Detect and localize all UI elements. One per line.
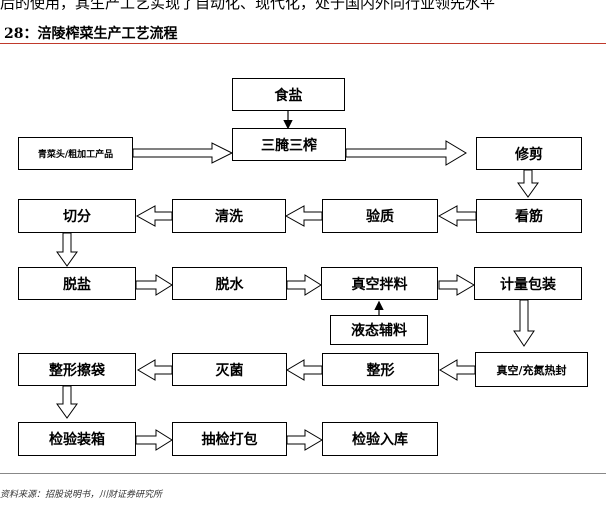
- step-cut: 切分: [18, 199, 136, 233]
- step-check-vein: 看筋: [476, 199, 582, 233]
- figure-title: 28：涪陵榨菜生产工艺流程: [4, 26, 178, 42]
- top-text-line: 后的使用，其生产工艺实现了自动化、现代化，处于国内外同行业领先水平: [0, 0, 606, 18]
- arrow-bag-to-box: [56, 385, 78, 419]
- arrow-cut-to-desalt: [56, 232, 78, 267]
- step-weigh-pack: 计量包装: [474, 267, 582, 300]
- step-dehydrate: 脱水: [172, 267, 287, 300]
- arrow-trim-to-vein: [517, 169, 539, 198]
- arrow-sample-to-store: [286, 429, 323, 451]
- arrow-shaping-to-sterilize: [286, 359, 323, 381]
- arrow-vein-to-quality: [437, 205, 477, 227]
- arrow-quality-to-wash: [284, 205, 323, 227]
- arrow-sterilize-to-bag: [137, 359, 173, 381]
- step-inspect-box: 检验装箱: [18, 422, 136, 456]
- arrow-mix-to-pack: [438, 274, 475, 296]
- arrow-pack-to-seal: [513, 299, 535, 347]
- step-desalt: 脱盐: [18, 267, 136, 300]
- figure-title-bar: 28：涪陵榨菜生产工艺流程: [0, 21, 606, 44]
- source-divider: [0, 473, 606, 474]
- step-raw-material: 青菜头/粗加工产品: [18, 137, 133, 170]
- step-inspect-quality: 验质: [322, 199, 438, 233]
- step-liquid-aux: 液态辅料: [330, 315, 428, 345]
- step-sample-pack: 抽检打包: [172, 422, 287, 456]
- arrow-desalt-to-dehydrate: [135, 274, 173, 296]
- arrow-box-to-sample: [135, 429, 173, 451]
- step-inspect-store: 检验入库: [322, 422, 438, 456]
- arrow-dehydrate-to-mix: [286, 274, 322, 296]
- step-three-pickle: 三腌三榨: [232, 128, 346, 161]
- step-salt: 食盐: [232, 78, 345, 111]
- step-shaping: 整形: [322, 353, 439, 386]
- step-trim: 修剪: [476, 137, 582, 170]
- step-sterilize: 灭菌: [172, 353, 287, 386]
- step-vacuum-mix: 真空拌料: [321, 267, 438, 300]
- source-note: 资料来源：招股说明书，川财证券研究所: [0, 490, 163, 500]
- step-shape-bag: 整形擦袋: [18, 353, 136, 386]
- step-vacuum-seal: 真空/充氮热封: [475, 352, 588, 387]
- arrow-pickle-to-trim: [345, 140, 467, 166]
- arrow-wash-to-cut: [135, 205, 173, 227]
- top-text: 后的使用，其生产工艺实现了自动化、现代化，处于国内外同行业领先水平: [0, 0, 496, 12]
- step-wash: 清洗: [172, 199, 286, 233]
- arrow-raw-to-pickle: [132, 142, 234, 164]
- arrow-seal-to-shaping: [439, 359, 476, 381]
